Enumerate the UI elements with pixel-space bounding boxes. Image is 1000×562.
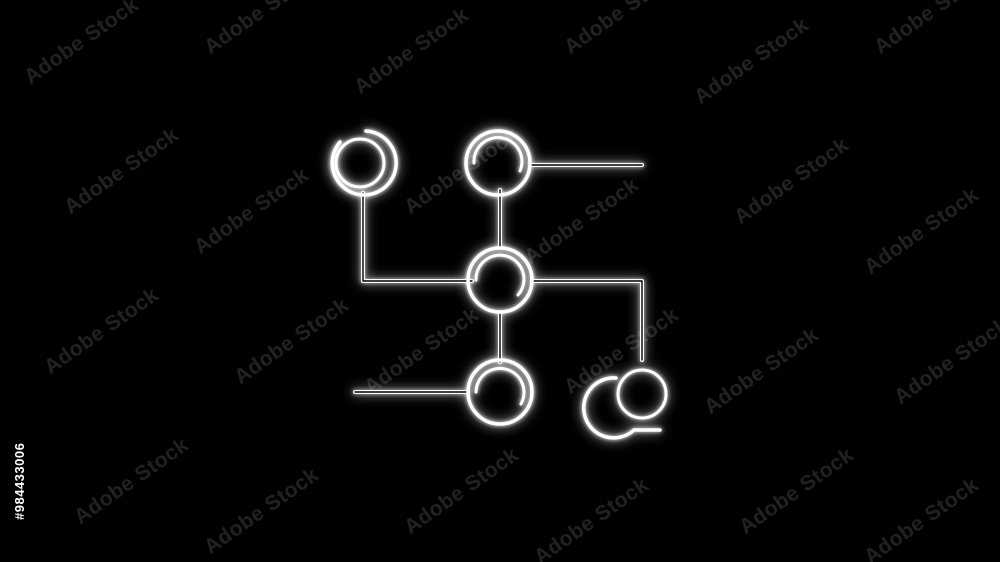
stock-id-label: #984433006	[12, 442, 27, 520]
node-bottom-right	[581, 368, 668, 440]
connector-line	[530, 279, 644, 362]
node-top-left	[330, 129, 398, 197]
connector-line	[361, 191, 474, 283]
node-top-center	[464, 129, 532, 197]
node-bottom-center	[466, 358, 534, 426]
node-center	[466, 246, 534, 314]
connector-lines	[353, 163, 644, 394]
